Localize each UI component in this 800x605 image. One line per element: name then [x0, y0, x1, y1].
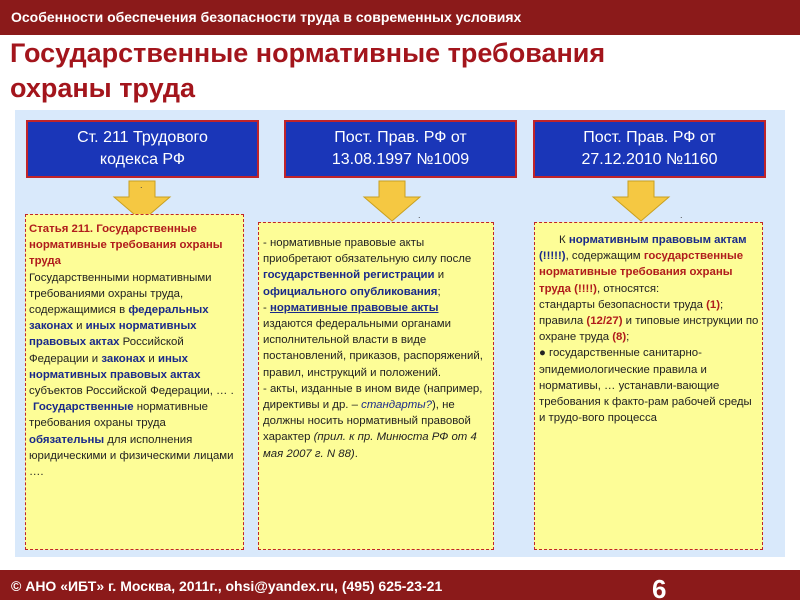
text: государственные санитарно-эпидемиологиче… — [539, 347, 752, 425]
emphasis-regulatory-acts: нормативные правовые акты — [269, 301, 439, 314]
content-box-decree-1160: К нормативным правовым актам (!!!!!), со… — [534, 222, 763, 550]
text: Российской Федерации и — [29, 336, 184, 365]
slide-title-line-2: охраны труда — [10, 73, 196, 103]
text: субъектов Российской Федерации, … . — [29, 385, 234, 398]
header-box-line-2: 27.12.2010 №1160 — [581, 151, 718, 168]
emphasis-mandatory: обязательны — [29, 433, 105, 446]
text: ), не должны носить нормативный правовой… — [263, 399, 471, 444]
top-bar: Особенности обеспечения безопасности тру… — [0, 0, 800, 35]
article-heading: Статья 211. — [29, 223, 97, 235]
emphasis-standards: стандарты? — [361, 399, 432, 412]
text: правила — [539, 315, 587, 328]
slide-title: Государственные нормативные требования о… — [10, 36, 790, 106]
down-arrow-icon — [362, 180, 422, 222]
text: - акты, изданные в ином виде (например, … — [263, 382, 483, 412]
content-box-decree-1009: - нормативные правовые акты приобретают … — [258, 222, 494, 550]
top-bar-text: Особенности обеспечения безопасности тру… — [11, 9, 522, 25]
text: ; — [626, 331, 630, 344]
emphasis-other: иных — [157, 352, 188, 365]
marker-dot: . — [140, 180, 143, 190]
emphasis-publication: официального опубликования — [263, 285, 438, 298]
header-box-line-1: Пост. Прав. РФ от — [583, 129, 716, 146]
count-rules: (12/27) — [586, 315, 623, 328]
text: издаются федеральными органами исполните… — [263, 318, 483, 379]
text: - нормативные правовые акты приобретают … — [263, 237, 472, 266]
down-arrow-icon — [112, 180, 172, 222]
count-instructions: (8) — [612, 331, 627, 344]
text: и — [72, 320, 86, 333]
article-heading-title: Государственные нормативные требования о… — [29, 223, 223, 268]
slide-title-line-1: Государственные нормативные требования — [10, 38, 606, 68]
header-box-decree-1009: Пост. Прав. РФ от 13.08.1997 №1009 — [284, 120, 517, 178]
text: для исполнения юридическими и физическим… — [29, 433, 234, 479]
emphasis-requirements: государственные нормативные требования о… — [539, 250, 744, 295]
text: стандарты безопасности труда — [539, 298, 707, 311]
header-box-decree-1160: Пост. Прав. РФ от 27.12.2010 №1160 — [533, 120, 766, 178]
text: ; — [720, 298, 724, 311]
footer-bar: © АНО «ИБТ» г. Москва, 2011г., ohsi@yand… — [0, 570, 800, 600]
header-box-line-2: кодекса РФ — [99, 151, 186, 168]
text: нормативные требования охраны труда — [29, 401, 209, 430]
text: Государственными нормативными требования… — [29, 271, 212, 317]
header-box-line-1: Пост. Прав. РФ от — [334, 129, 467, 146]
bullet-dot-icon: ● — [539, 347, 546, 360]
text: К — [559, 234, 569, 246]
header-box-line-2: 13.08.1997 №1009 — [331, 151, 470, 168]
emphasis-federal-laws: федеральных законах — [29, 304, 209, 333]
text: и — [145, 352, 158, 365]
text: ; — [437, 285, 441, 298]
footer-copyright: © АНО «ИБТ» г. Москва, 2011г., ohsi@yand… — [11, 578, 443, 594]
content-box-article-211: Статья 211. Государственные нормативные … — [25, 214, 244, 550]
header-box-line-1: Ст. 211 Трудового — [77, 129, 208, 146]
text: . — [354, 447, 358, 460]
emphasis-registration: государственной регистрации — [263, 269, 435, 282]
emphasis-regulatory-acts: нормативным правовым актам (!!!!!) — [539, 234, 747, 263]
citation: (прил. к пр. Минюста РФ от 4 мая 2007 г.… — [263, 431, 477, 460]
page-number: 6 — [652, 574, 667, 604]
text: , относятся: — [596, 282, 660, 295]
emphasis-laws: законах — [101, 352, 146, 365]
count-standards: (1) — [706, 298, 721, 311]
text: - — [263, 301, 270, 314]
marker-dot: . — [418, 210, 421, 220]
text: , содержащим — [565, 250, 644, 263]
down-arrow-icon — [611, 180, 671, 222]
header-box-article-211: Ст. 211 Трудового кодекса РФ — [26, 120, 259, 178]
marker-dot: . — [680, 210, 683, 220]
text: и — [434, 269, 445, 282]
emphasis-regulatory-acts: нормативных правовых актах — [29, 368, 201, 381]
emphasis-state: Государственные — [33, 401, 134, 414]
emphasis-other-acts: иных нормативных правовых актах — [29, 320, 197, 349]
text: и типовые инструкции по охране труда — [539, 315, 759, 344]
